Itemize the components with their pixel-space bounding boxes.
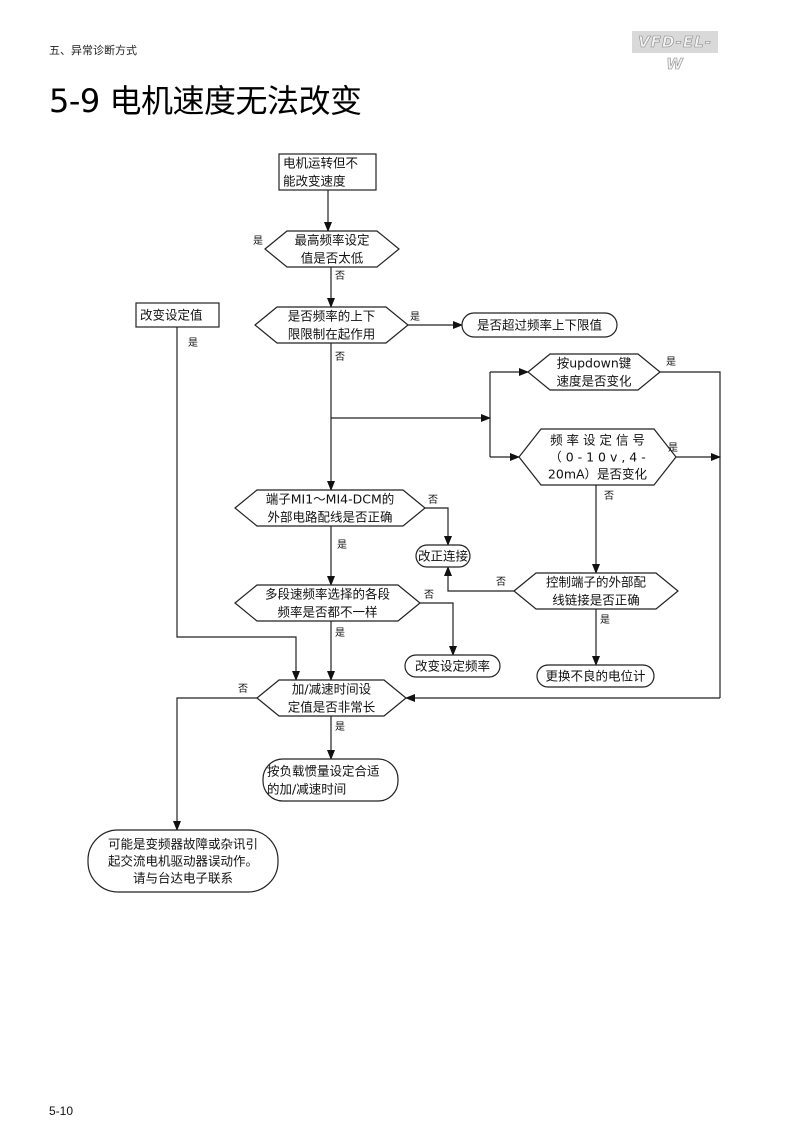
- yes-label: 是: [668, 442, 678, 454]
- no-label: 否: [424, 589, 434, 601]
- node-text-line: 值是否太低: [301, 251, 364, 266]
- node-text-line: 可能是变频器故障或杂讯引: [108, 836, 258, 851]
- node-text-line: 起交流电机驱动器误动作。: [108, 853, 258, 868]
- node-text-line: 频率是否都不一样: [277, 605, 377, 620]
- terminal-shape: [415, 544, 471, 568]
- node-text-line: 改变设定频率: [415, 659, 490, 674]
- node-text-line: 20mA）是否变化: [548, 466, 648, 481]
- node-text-line: 的加/减速时间: [267, 782, 346, 797]
- node-text-line: 最高频率设定: [294, 233, 369, 248]
- node-text-line: 控制端子的外部配: [546, 575, 647, 590]
- node-text-line: 能改变速度: [283, 174, 346, 189]
- node-text-line: 请与台达电子联系: [133, 870, 233, 885]
- node-change-freq: 改变设定频率: [404, 654, 501, 678]
- terminal-shape: [404, 654, 501, 678]
- page-title: 5-9 电机速度无法改变: [49, 82, 362, 120]
- node-text-line: 外部电路配线是否正确: [267, 510, 392, 525]
- connector-line: [444, 566, 514, 592]
- node-text-line: 更换不良的电位计: [545, 669, 645, 684]
- decision-shape: [234, 489, 426, 527]
- page-number: 5-10: [49, 1104, 74, 1118]
- connectors: [173, 190, 721, 831]
- node-text-line: 按负载惯量设定合适: [267, 764, 380, 779]
- no-label: 否: [238, 683, 248, 695]
- yes-label: 是: [335, 721, 345, 733]
- node-text-line: 按updown键: [557, 356, 632, 371]
- node-change-setting: 改变设定值: [135, 302, 220, 328]
- terminal-shape: [262, 758, 399, 802]
- yes-label: 是: [253, 235, 263, 247]
- node-text-line: 加/减速时间设: [292, 682, 372, 697]
- decision-shape: [256, 679, 407, 717]
- yes-label: 是: [666, 356, 676, 368]
- node-fix-connection: 改正连接: [415, 544, 471, 568]
- connector-line: [176, 327, 300, 681]
- yes-label: 是: [600, 614, 610, 626]
- no-label: 否: [335, 351, 345, 363]
- node-text-line: （ 0 - 1 0 v , 4 -: [549, 449, 646, 464]
- connector-line: [173, 697, 257, 831]
- decision-shape: [513, 572, 679, 610]
- node-replace-pot: 更换不良的电位计: [536, 664, 655, 688]
- decision-shape: [527, 353, 661, 391]
- node-text-line: 定值是否非常长: [288, 700, 376, 715]
- yes-label: 是: [337, 539, 347, 551]
- no-label: 否: [604, 490, 614, 502]
- node-text-line: 改变设定值: [140, 308, 203, 323]
- node-text-line: 速度是否变化: [556, 374, 632, 389]
- terminal-shape: [87, 829, 279, 893]
- decision-shape: [518, 428, 677, 486]
- node-exceed-limit: 是否超过频率上下限值: [461, 312, 618, 338]
- no-label: 否: [335, 270, 345, 282]
- yes-label: 是: [335, 627, 345, 639]
- decision-shape: [264, 230, 400, 268]
- terminal-shape: [536, 664, 655, 688]
- node-text-line: 是否超过频率上下限值: [477, 318, 602, 333]
- node-text-line: 线链接是否正确: [552, 593, 640, 608]
- node-text-line: 限限制在起作用: [288, 327, 376, 342]
- section-label: 五、异常诊断方式: [49, 44, 137, 57]
- node-text-line: 是否频率的上下: [288, 309, 376, 324]
- yes-label: 是: [188, 337, 198, 349]
- connector-line: [425, 507, 452, 546]
- node-text-line: 改正连接: [418, 549, 469, 564]
- no-label: 否: [428, 494, 438, 506]
- rect-shape: [135, 302, 220, 328]
- yes-label: 是: [410, 311, 420, 323]
- node-freq-signal: 频 率 设 定 信 号 （ 0 - 1 0 v , 4 - 20mA）是否变化: [518, 428, 677, 486]
- node-text-line: 电机运转但不: [283, 156, 358, 171]
- node-text-line: 多段速频率选择的各段: [265, 587, 390, 602]
- decision-shape: [234, 584, 421, 622]
- no-label: 否: [496, 576, 506, 588]
- node-text-line: 频 率 设 定 信 号: [550, 432, 645, 447]
- node-text-line: 端子MI1～MI4-DCM的: [266, 492, 395, 507]
- terminal-shape: [461, 312, 618, 338]
- rect-shape: [278, 153, 377, 191]
- connector-line: [420, 602, 457, 656]
- connector-line: [660, 371, 721, 698]
- model-badge: VFD-EL-W: [632, 31, 718, 73]
- decision-shape: [254, 306, 409, 344]
